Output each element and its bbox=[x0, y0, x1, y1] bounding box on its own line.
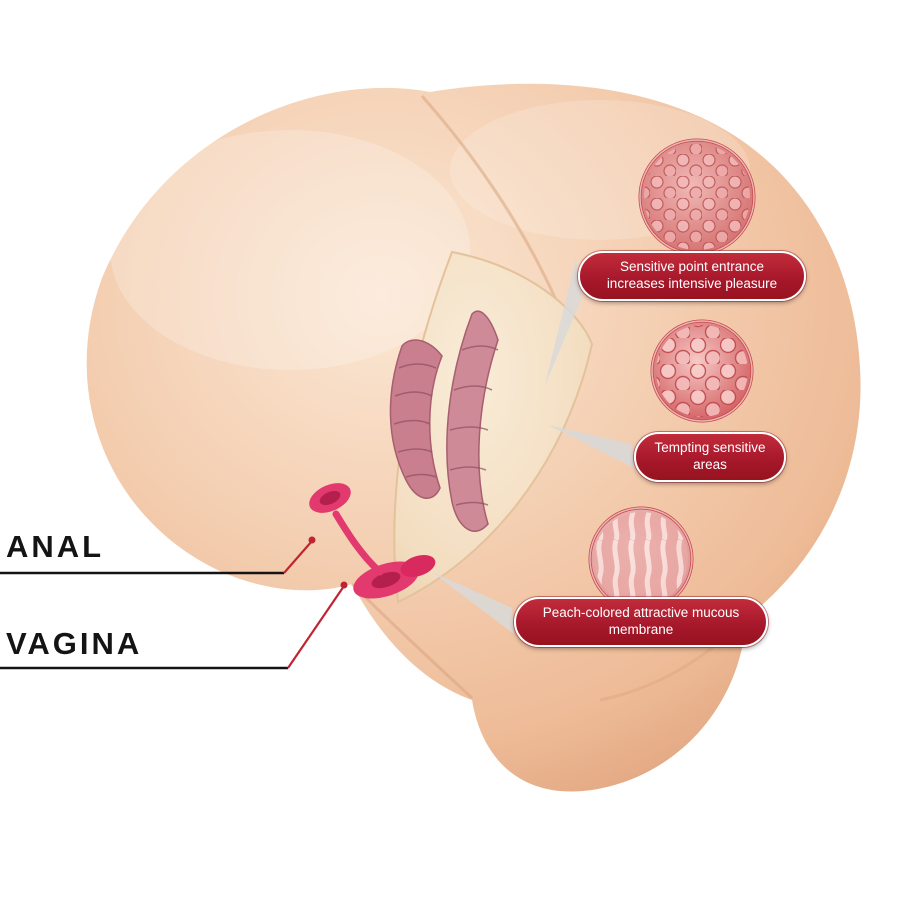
cutaway-section bbox=[309, 250, 594, 604]
callout-sensitive-point: Sensitive point entrance increases inten… bbox=[578, 251, 806, 301]
anal-label: ANAL bbox=[6, 529, 105, 564]
callout-mucous-membrane-text: Peach-colored attractive mucous membrane bbox=[542, 605, 740, 637]
callout-tempting-areas: Tempting sensitive areas bbox=[634, 432, 786, 482]
leader-wedges bbox=[432, 258, 634, 634]
detail-inset-mucous-membrane bbox=[588, 506, 694, 612]
anal-leader-line bbox=[0, 536, 316, 575]
detail-inset-sensitive-point bbox=[638, 138, 756, 256]
vagina-leader-line bbox=[0, 581, 348, 670]
callout-mucous-membrane: Peach-colored attractive mucous membrane bbox=[514, 597, 768, 647]
rosette-vaginal bbox=[332, 510, 436, 599]
rosette-anal bbox=[309, 483, 351, 513]
callout-sensitive-point-text: Sensitive point entrance increases inten… bbox=[606, 259, 778, 291]
callout-tempting-areas-text: Tempting sensitive areas bbox=[654, 440, 766, 472]
vagina-label: VAGINA bbox=[6, 626, 143, 661]
detail-inset-tempting-areas bbox=[650, 319, 754, 423]
